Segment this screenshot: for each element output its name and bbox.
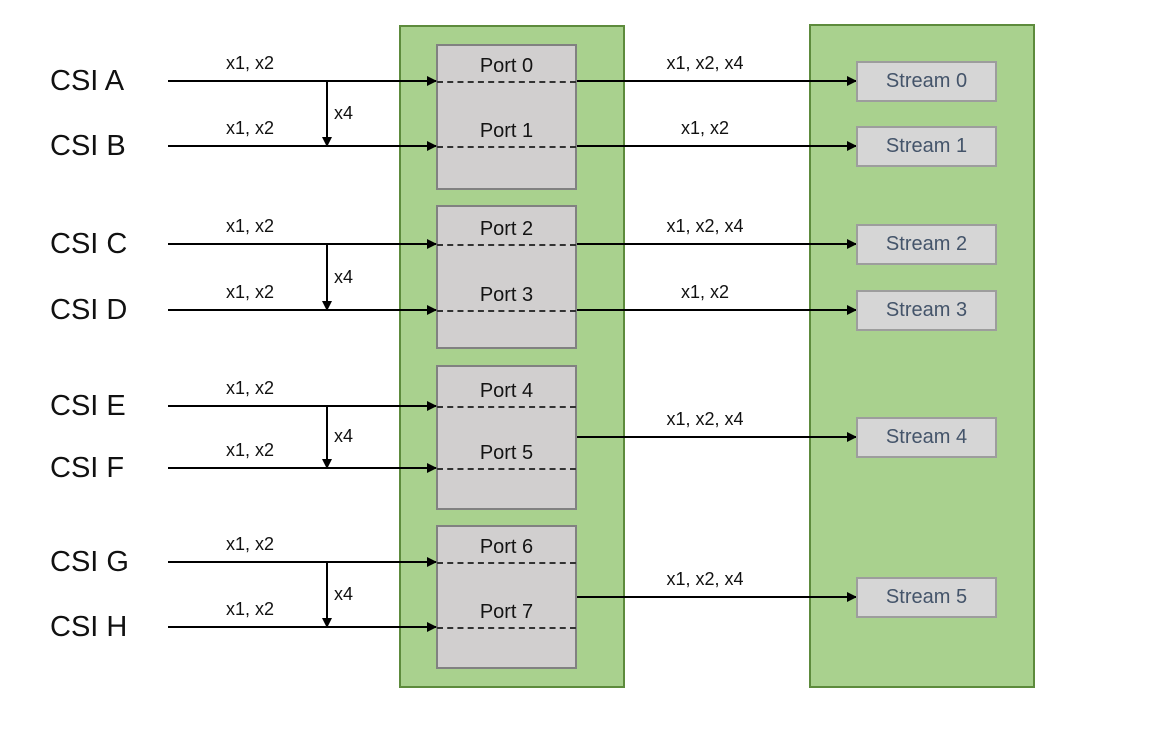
port-group-box-6-7 [436,525,577,669]
x4-branch-label-ef: x4 [334,426,354,446]
port-label-1: Port 1 [479,120,534,142]
port-label-7: Port 7 [479,601,534,623]
output-lane-label-stream-1: x1, x2 [680,118,730,138]
stream-box-1: Stream 1 [856,126,997,167]
input-lane-label-a: x1, x2 [225,53,275,73]
input-lane-label-d: x1, x2 [225,282,275,302]
port-0-dashed-line [437,81,576,83]
stream-box-5: Stream 5 [856,577,997,618]
stream-box-2: Stream 2 [856,224,997,265]
stream-label-2: Stream 2 [885,233,968,255]
port-group-box-0-1 [436,44,577,190]
stream-label-4: Stream 4 [885,426,968,448]
x4-branch-label-ab: x4 [334,103,354,123]
csi-input-label-b: CSI B [50,130,126,162]
input-lane-label-b: x1, x2 [225,118,275,138]
csi-input-label-g: CSI G [50,546,129,578]
stream-box-4: Stream 4 [856,417,997,458]
stream-box-3: Stream 3 [856,290,997,331]
port-label-6: Port 6 [479,536,534,558]
output-lane-label-stream-2: x1, x2, x4 [666,216,744,236]
port-group-box-2-3 [436,205,577,349]
stream-label-0: Stream 0 [885,70,968,92]
port-6-dashed-line [437,562,576,564]
csi-input-label-f: CSI F [50,452,125,484]
stream-box-0: Stream 0 [856,61,997,102]
input-lane-label-h: x1, x2 [225,599,275,619]
output-lane-label-stream-0: x1, x2, x4 [666,53,744,73]
csi-input-label-a: CSI A [50,65,125,97]
stream-label-5: Stream 5 [885,586,968,608]
csi-input-label-d: CSI D [50,294,128,326]
input-lane-label-c: x1, x2 [225,216,275,236]
port-group-box-4-5 [436,365,577,510]
port-1-dashed-line [437,146,576,148]
csi-input-label-e: CSI E [50,390,126,422]
port-7-dashed-line [437,627,576,629]
port-5-dashed-line [437,468,576,470]
port-4-dashed-line [437,406,576,408]
stream-label-3: Stream 3 [885,299,968,321]
x4-branch-label-gh: x4 [334,584,354,604]
input-lane-label-e: x1, x2 [225,378,275,398]
input-lane-label-f: x1, x2 [225,440,275,460]
csi-input-label-c: CSI C [50,228,128,260]
input-lane-label-g: x1, x2 [225,534,275,554]
port-3-dashed-line [437,310,576,312]
output-lane-label-stream-3: x1, x2 [680,282,730,302]
port-label-0: Port 0 [479,55,534,77]
x4-branch-label-cd: x4 [334,267,354,287]
output-lane-label-stream-5: x1, x2, x4 [666,569,744,589]
csi-input-label-h: CSI H [50,611,128,643]
stream-label-1: Stream 1 [885,135,968,157]
port-label-4: Port 4 [479,380,534,402]
port-label-5: Port 5 [479,442,534,464]
port-label-3: Port 3 [479,284,534,306]
port-2-dashed-line [437,244,576,246]
output-lane-label-stream-4: x1, x2, x4 [666,409,744,429]
port-label-2: Port 2 [479,218,534,240]
